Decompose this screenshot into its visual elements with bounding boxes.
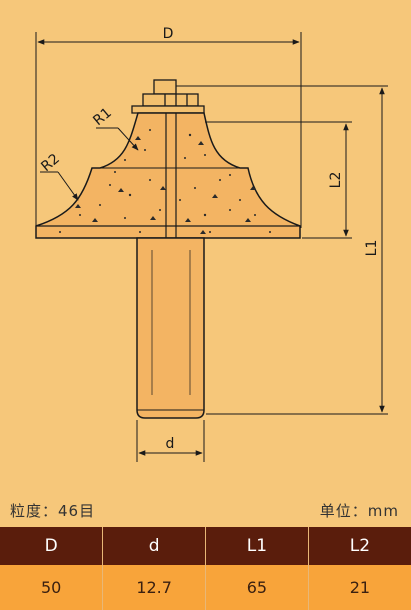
dimension-L2: [205, 121, 352, 239]
header-L1: L1: [205, 527, 309, 565]
value-L1: 65: [205, 565, 309, 610]
header-L2: L2: [308, 527, 411, 565]
label-R1: R1: [90, 105, 115, 129]
shank: [136, 237, 205, 419]
header-D: D: [0, 527, 104, 565]
value-D: 50: [0, 565, 104, 610]
value-L2: 21: [308, 565, 411, 610]
grit-info: 粒度：46目: [10, 502, 96, 520]
unit-info: 单位：mm: [319, 502, 399, 520]
dimension-L1: [176, 85, 388, 415]
value-d: 12.7: [102, 565, 206, 610]
leader-R1: [96, 127, 139, 151]
router-bit-diagram: D: [35, 26, 388, 462]
label-d: d: [166, 436, 175, 452]
header-d: d: [102, 527, 206, 565]
leader-R2: [40, 171, 79, 201]
label-D: D: [163, 26, 174, 42]
label-L2: L2: [328, 172, 344, 189]
spec-header-row: D d L1 L2: [0, 527, 411, 565]
bearing-nut: [131, 79, 205, 114]
grit-texture: [59, 129, 271, 234]
dimension-D: [35, 32, 302, 228]
label-L1: L1: [364, 240, 380, 257]
label-R2: R2: [38, 151, 63, 175]
cutter-body: [35, 112, 301, 239]
info-row: 粒度：46目 单位：mm: [0, 496, 411, 524]
spec-table: D d L1 L2 50 12.7 65 21: [0, 527, 411, 610]
dimension-d: [136, 420, 205, 462]
spec-value-row: 50 12.7 65 21: [0, 565, 411, 610]
